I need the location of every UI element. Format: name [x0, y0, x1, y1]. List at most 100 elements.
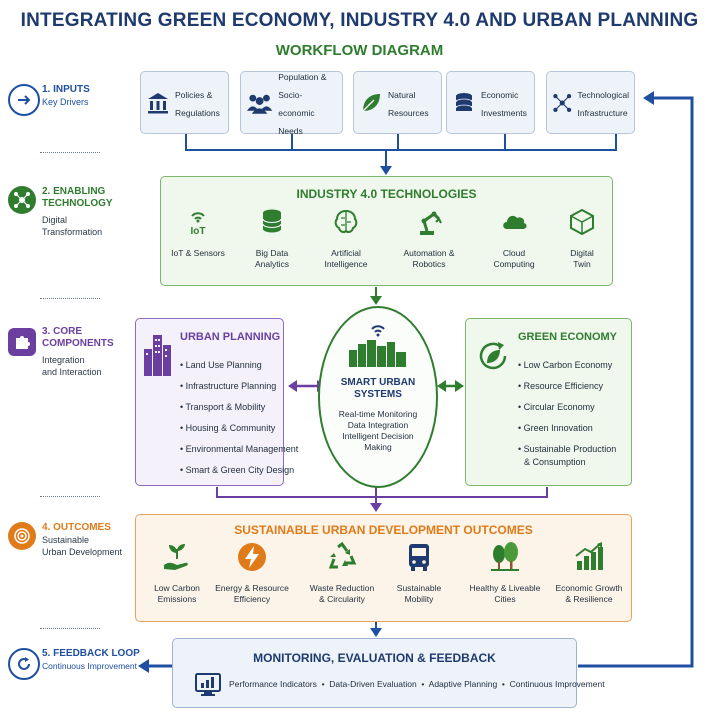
input-label-line3: Needs: [278, 125, 303, 136]
list-item: • Environmental Management: [180, 444, 299, 454]
people-icon: [246, 94, 273, 114]
input-label: Policies &: [175, 89, 213, 100]
step-subtitle: Continuous Improvement: [42, 661, 137, 671]
list-item: • Land Use Planning: [180, 360, 262, 370]
step-title-line2: COMPONENTS: [42, 338, 114, 349]
arrow-to-feedback-label: [138, 659, 149, 673]
list-item: • Transport & Mobility: [180, 402, 266, 412]
tech-item-automation: Automation &Robotics: [383, 207, 475, 270]
step-feedback-loop: [8, 648, 40, 680]
tech-label: Automation &Robotics: [403, 248, 455, 269]
list-item: • Circular Economy: [518, 402, 595, 412]
list-item: • Smart & Green City Design: [180, 465, 295, 475]
arrow-left-purple: [288, 380, 297, 392]
divider: [40, 152, 100, 153]
step-outcomes: [8, 522, 36, 550]
input-label-line2: Investments: [481, 107, 527, 118]
eco-cycle-icon: [479, 342, 507, 370]
refresh-icon: [8, 648, 40, 680]
step-title: 2. ENABLING: [42, 186, 106, 197]
outcome-label: Economic Growth& Resilience: [555, 583, 623, 604]
input-label: Economic: [481, 89, 519, 100]
outcomes-panel: SUSTAINABLE URBAN DEVELOPMENT OUTCOMES L…: [135, 514, 632, 622]
input-label: Population &: [278, 71, 327, 82]
list-item: • Low Carbon Economy: [518, 360, 613, 370]
diagram-subtitle: WORKFLOW DIAGRAM: [275, 42, 444, 59]
input-label-line2: Socio-economic: [278, 89, 315, 118]
puzzle-icon: [8, 328, 36, 356]
target-icon: [8, 522, 36, 550]
step-subtitle-line2: Transformation: [42, 227, 103, 237]
svg-text:IoT: IoT: [191, 226, 206, 237]
feedback-loop-line: [578, 96, 694, 668]
step-title: 4. OUTCOMES: [42, 522, 111, 533]
step-enabling-technology: [8, 186, 36, 214]
urban-planning-list: • Land Use Planning • Infrastructure Pla…: [180, 359, 299, 485]
coins-icon: [455, 92, 473, 111]
step-inputs: [8, 84, 40, 116]
urban-planning-panel: URBAN PLANNING • Land Use Planning • Inf…: [135, 318, 299, 486]
industry-panel-title: INDUSTRY 4.0 TECHNOLOGIES: [296, 187, 477, 201]
list-item: • Sustainable Production: [518, 444, 617, 454]
city-buildings-icon: [144, 335, 171, 376]
bus-icon: [409, 544, 429, 571]
step-title: 1. INPUTS: [42, 84, 90, 95]
feedback-description: Performance Indicators • Data-Driven Eva…: [229, 679, 605, 689]
trees-icon: [491, 542, 519, 571]
core-bracket-line: [216, 487, 548, 498]
arrow-to-inputs: [643, 91, 654, 105]
diagram-title: INTEGRATING GREEN ECONOMY, INDUSTRY 4.0 …: [20, 10, 699, 31]
recycle-icon: [328, 541, 357, 569]
step-title: 3. CORE: [42, 326, 83, 337]
green-economy-list: • Low Carbon Economy • Resource Efficien…: [518, 359, 630, 477]
tech-item-iot: IoT IoT & Sensors: [161, 207, 235, 259]
leaf-icon: [362, 93, 380, 111]
urban-planning-title: URBAN PLANNING: [180, 331, 281, 343]
step-core-components: [8, 328, 36, 356]
outcome-economic-growth: Economic Growth& Resilience: [546, 541, 632, 605]
list-item: • Green Innovation: [518, 423, 593, 433]
outcome-waste-reduction: Waste Reduction& Circularity: [296, 541, 388, 605]
feedback-panel: MONITORING, EVALUATION & FEEDBACK Perfor…: [172, 638, 605, 708]
step-subtitle: Integration: [42, 355, 85, 365]
step-title-line2: TECHNOLOGY: [42, 198, 113, 209]
divider: [40, 496, 100, 497]
step-subtitle-line2: Urban Development: [42, 547, 123, 557]
arrow-right-green: [455, 380, 464, 392]
input-label: Technological: [577, 89, 629, 100]
robot-arm-icon: [420, 211, 442, 235]
list-item: • Infrastructure Planning: [180, 381, 277, 391]
inputs-bracket-line: [185, 134, 617, 151]
outcomes-panel-title: SUSTAINABLE URBAN DEVELOPMENT OUTCOMES: [234, 523, 533, 537]
divider: [40, 628, 100, 629]
arrow-left-green: [437, 380, 446, 392]
cloud-icon: [503, 215, 527, 229]
input-label-line2: Resources: [388, 107, 429, 118]
database-icon: [262, 209, 282, 233]
brain-icon: [334, 209, 358, 233]
step-subtitle: Key Drivers: [42, 97, 89, 107]
list-item-continued: & Consumption: [524, 457, 586, 467]
green-economy-panel: GREEN ECONOMY • Low Carbon Economy • Res…: [465, 318, 632, 486]
outcome-label: Waste Reduction& Circularity: [309, 583, 375, 604]
arrow-to-outcomes: [370, 503, 382, 512]
arrow-to-feedback: [370, 628, 382, 637]
feedback-panel-title: MONITORING, EVALUATION & FEEDBACK: [253, 651, 496, 665]
arrow-to-industry: [380, 166, 392, 175]
lightning-icon: [238, 543, 266, 571]
